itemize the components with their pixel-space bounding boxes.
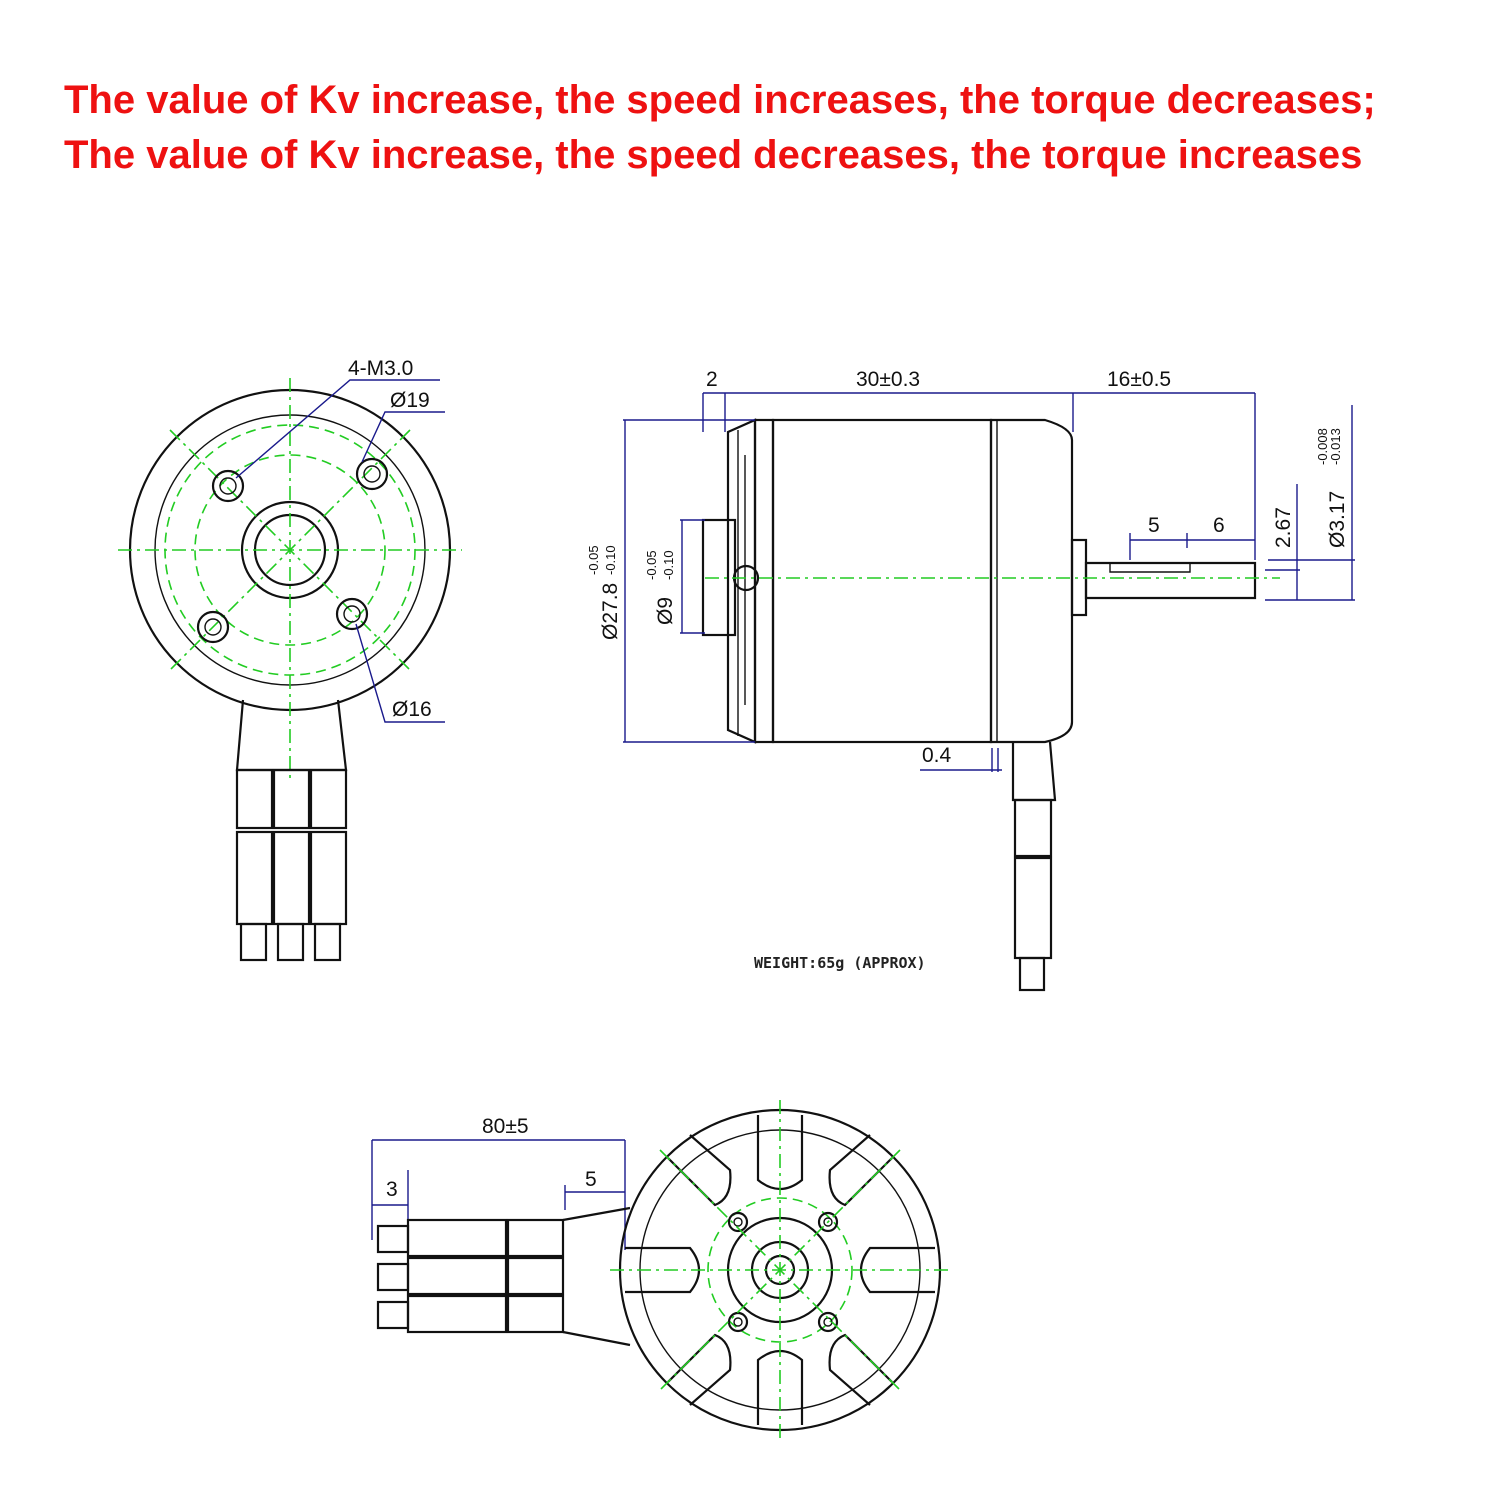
body-diameter-dimension: Ø27.8	[599, 583, 622, 640]
mount-hole	[335, 597, 369, 631]
headline-line-1: The value of Kv increase, the speed incr…	[64, 78, 1376, 122]
shaft-tol-lower: -0.013	[1328, 428, 1343, 465]
front-centerline-d2	[169, 429, 411, 671]
body-tol-lower: -0.10	[603, 545, 618, 575]
front-pcd-inner	[194, 454, 386, 646]
gap-dimension: 0.4	[922, 744, 952, 767]
boss-diameter-dimension: Ø9	[654, 597, 677, 625]
shaft	[1084, 561, 1257, 600]
pcd16-leader	[355, 623, 445, 723]
pcd16-label: Ø16	[392, 698, 432, 721]
flat-depth-dimension: 2.67	[1272, 507, 1295, 548]
shaft-diameter-dimension: Ø3.17	[1326, 491, 1349, 548]
pcd19-label: Ø19	[390, 389, 430, 412]
mount-hole	[355, 457, 389, 491]
shaft-flat	[1109, 563, 1191, 573]
rear-mount-hole	[817, 1211, 839, 1233]
holes-leader	[235, 379, 440, 479]
motor-can	[771, 418, 993, 744]
rear-centerline-d2	[659, 1149, 901, 1391]
front-view: 4-M3.0 Ø19 Ø16	[118, 357, 462, 962]
shaft-tol-upper: -0.008	[1315, 428, 1330, 465]
connector-dimension: 3	[386, 1178, 398, 1201]
lead-wires-rear	[376, 1206, 631, 1347]
flange-dimension: 2	[706, 368, 718, 391]
lead-wire-side	[1011, 741, 1057, 992]
flat-dimension-b: 6	[1213, 514, 1225, 537]
mount-hole	[196, 610, 230, 644]
rear-mount-hole	[817, 1311, 839, 1333]
headline-line-2: The value of Kv increase, the speed decr…	[64, 133, 1363, 177]
rear-cap	[989, 418, 1074, 744]
rear-view: 80±5 3 5	[371, 1100, 950, 1440]
body-tol-upper: -0.05	[586, 545, 601, 575]
lead-wires-front	[235, 768, 348, 962]
body-length-dimension: 30±0.3	[856, 368, 920, 391]
side-view: 2 30±0.3 16±0.5 5 6 2.67 Ø3.17 -0.008 -0	[586, 368, 1355, 992]
rear-pcd	[707, 1197, 853, 1343]
boss-tol-lower: -0.10	[661, 550, 676, 580]
pcd19-leader	[361, 411, 445, 463]
flat-dimension-a: 5	[1148, 514, 1160, 537]
rear-mount-hole	[727, 1311, 749, 1333]
front-bell	[726, 418, 757, 744]
rear-mount-hole	[727, 1211, 749, 1233]
mount-hole	[211, 469, 245, 503]
weight-label: WEIGHT:65g (APPROX)	[754, 954, 926, 972]
holes-label: 4-M3.0	[348, 357, 413, 380]
lead-length-dimension: 80±5	[482, 1115, 529, 1138]
sleeve-dimension: 5	[585, 1168, 597, 1191]
shaft-length-dimension: 16±0.5	[1107, 368, 1171, 391]
boss-tol-upper: -0.05	[644, 550, 659, 580]
